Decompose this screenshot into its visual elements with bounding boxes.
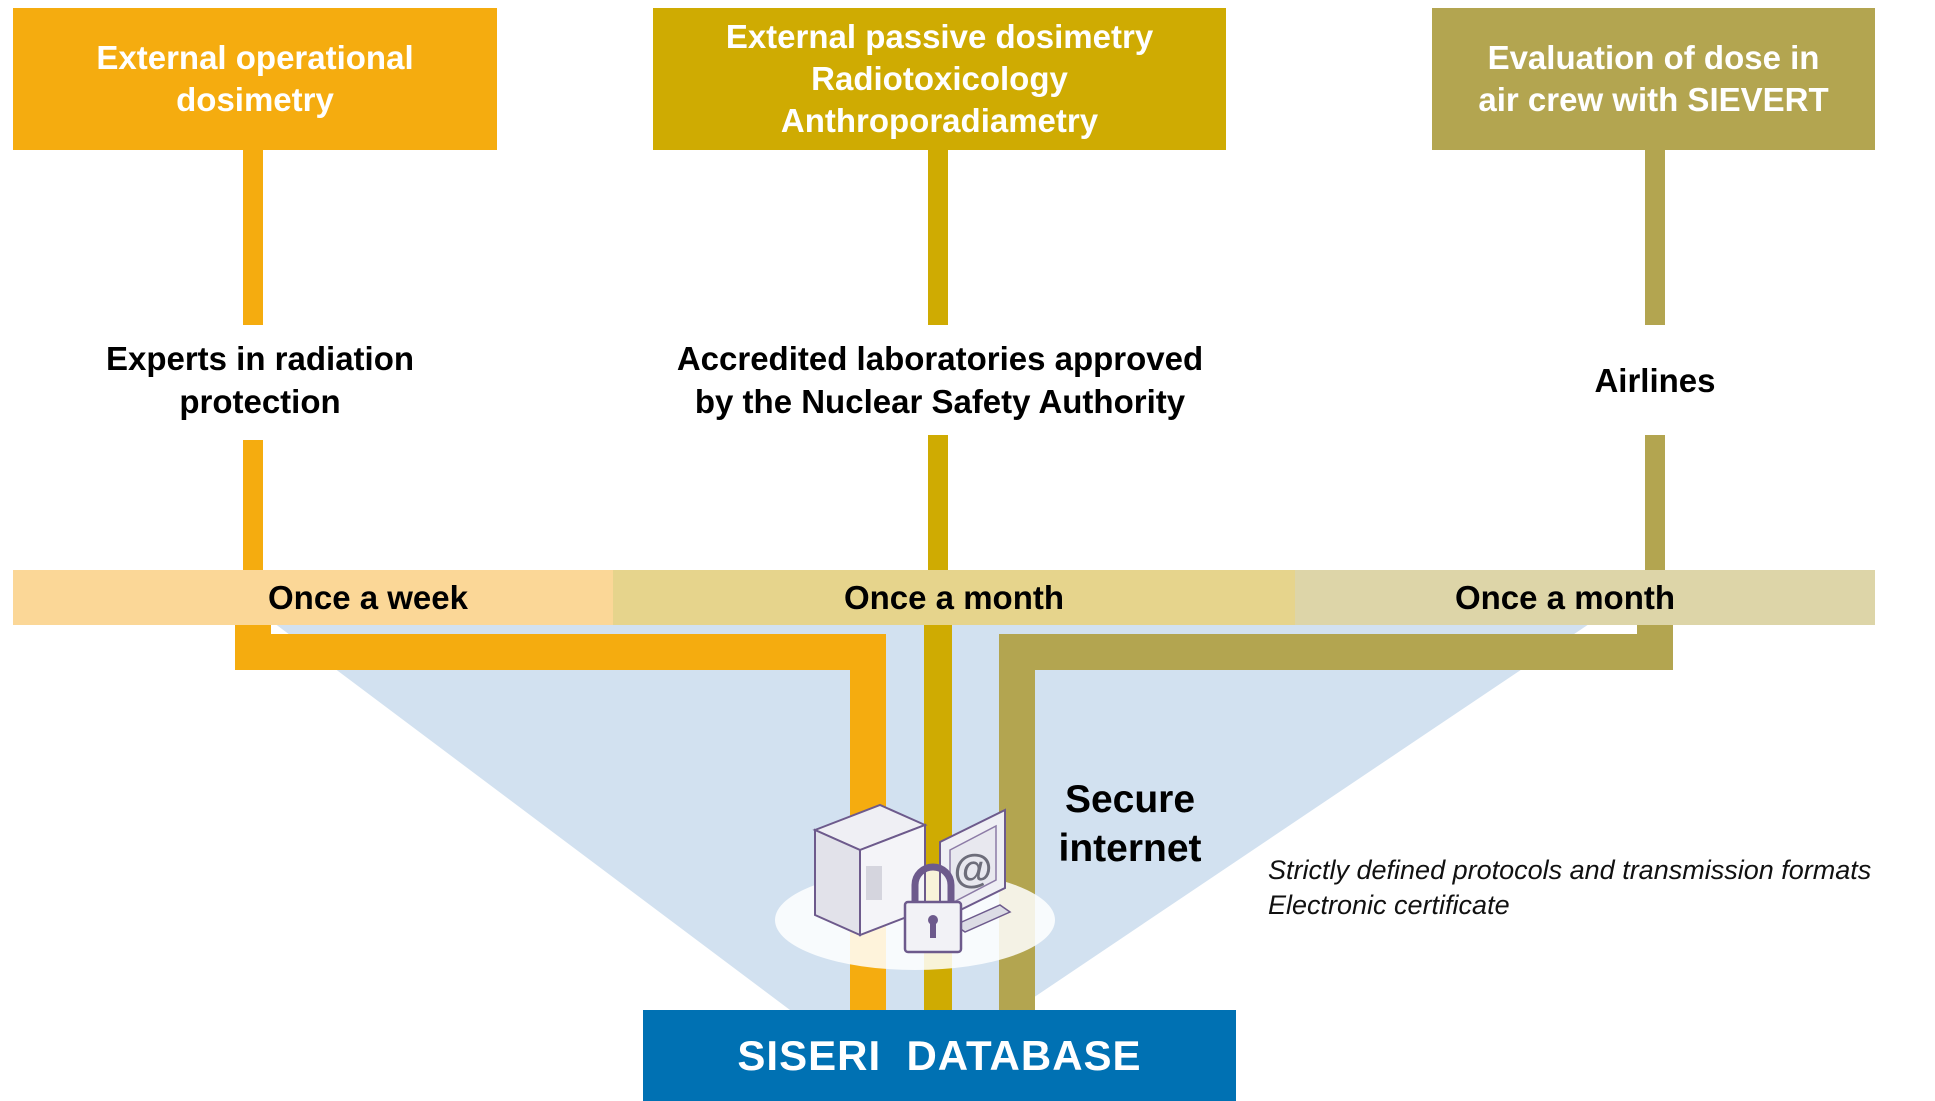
connector-aircrew-lower	[1645, 435, 1665, 570]
source-box-passive: External passive dosimetry Radiotoxicolo…	[653, 8, 1226, 150]
connector-passive-upper	[928, 150, 948, 325]
source-title-operational: External operational dosimetry	[96, 39, 414, 118]
note-protocols: Strictly defined protocols and transmiss…	[1268, 855, 1872, 885]
source-title-passive: External passive dosimetry Radiotoxicolo…	[725, 18, 1154, 139]
at-sign-icon: @	[953, 847, 992, 891]
source-title-aircrew: Evaluation of dose in air crew with SIEV…	[1478, 39, 1829, 118]
source-box-operational: External operational dosimetry	[13, 8, 497, 150]
actor-label-passive: Accredited laboratories approved by the …	[640, 330, 1240, 430]
source-box-aircrew: Evaluation of dose in air crew with SIEV…	[1432, 8, 1875, 150]
actor-label-aircrew: Airlines	[1560, 350, 1750, 410]
database-label: SISERI DATABASE	[737, 1031, 1142, 1079]
frequency-label-aircrew: Once a month	[1454, 578, 1676, 616]
frequency-band-operational: Once a week	[13, 570, 613, 625]
actor-label-operational: Experts in radiation protection	[60, 330, 460, 430]
frequency-band-passive: Once a month	[613, 570, 1295, 625]
frequency-band-aircrew: Once a month	[1295, 570, 1875, 625]
connector-operational-lower	[243, 440, 263, 570]
siseri-database-box: SISERI DATABASE	[643, 1010, 1236, 1101]
connector-aircrew-upper	[1645, 150, 1665, 325]
frequency-label-passive: Once a month	[843, 578, 1065, 616]
padlock-icon	[903, 863, 963, 954]
monitor-icon	[939, 808, 1012, 933]
secure-internet-label: Secure internet	[1058, 778, 1202, 870]
connector-operational-upper	[243, 150, 263, 325]
connector-passive-lower	[928, 435, 948, 570]
protocol-notes: Strictly defined protocols and transmiss…	[1268, 853, 1935, 923]
route-aircrew	[999, 620, 1673, 1015]
note-certificate: Electronic certificate	[1268, 890, 1510, 920]
frequency-label-operational: Once a week	[268, 578, 468, 616]
